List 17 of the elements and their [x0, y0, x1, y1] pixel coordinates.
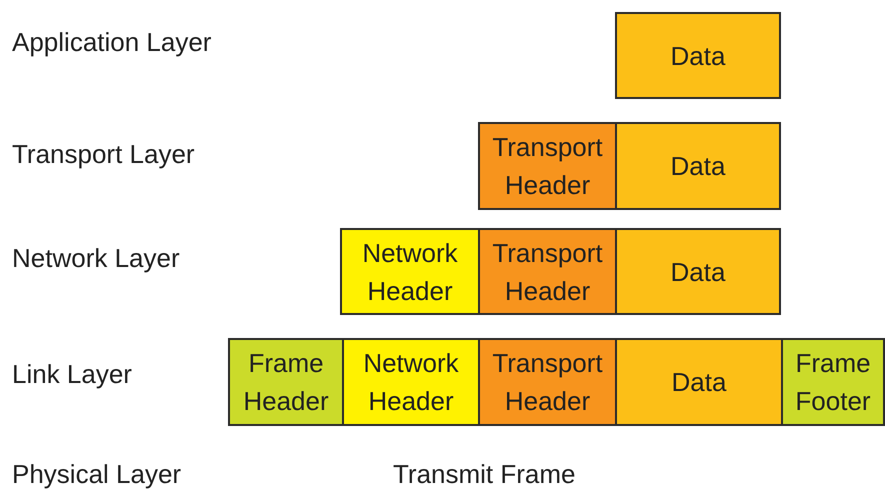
frame-segment: Frame Footer	[781, 338, 885, 426]
layer-label: Application Layer	[12, 27, 212, 58]
network-header-segment: Network Header	[342, 338, 480, 426]
layer-label: Network Layer	[12, 243, 180, 274]
layer-label: Physical Layer	[12, 459, 182, 490]
transport-header-segment: Transport Header	[478, 122, 617, 210]
network-header-segment: Network Header	[340, 228, 480, 315]
data-segment: Data	[615, 338, 783, 426]
data-segment: Data	[615, 228, 781, 315]
layer-label: Transmit Frame	[393, 459, 576, 490]
transport-header-segment: Transport Header	[478, 338, 617, 426]
frame-segment: Frame Header	[228, 338, 344, 426]
data-segment: Data	[615, 122, 781, 210]
transport-header-segment: Transport Header	[478, 228, 617, 315]
layer-label: Transport Layer	[12, 139, 195, 170]
data-segment: Data	[615, 12, 781, 99]
layer-label: Link Layer	[12, 359, 132, 390]
